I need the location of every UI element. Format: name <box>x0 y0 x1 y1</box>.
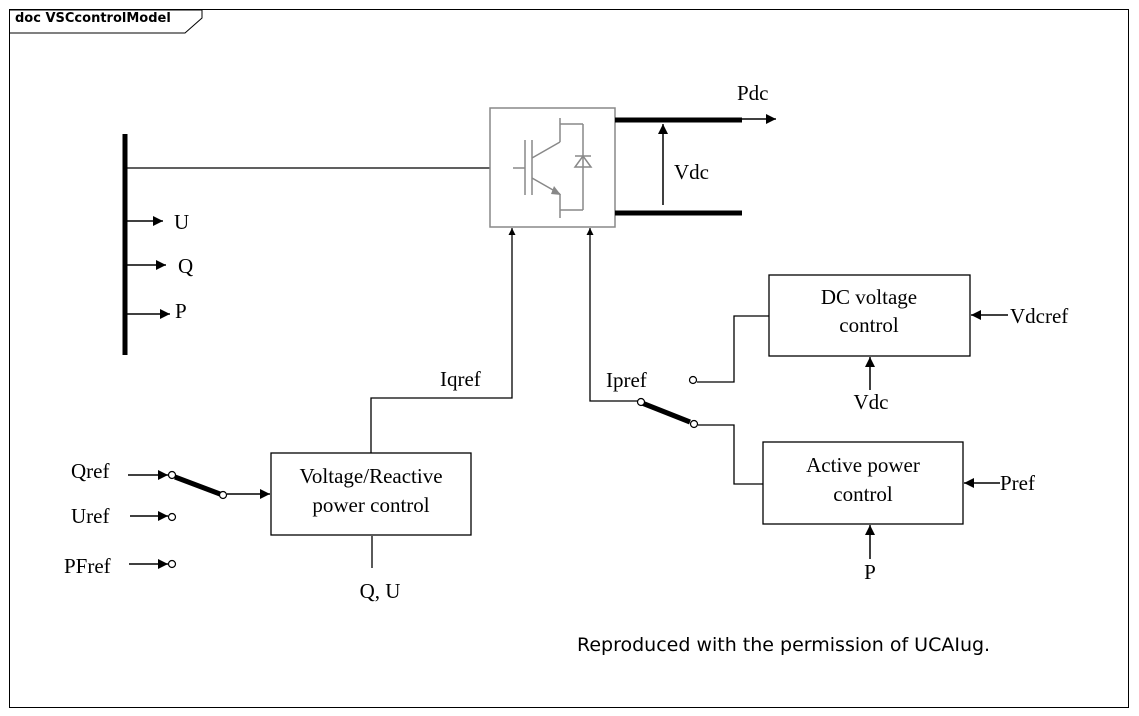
vdc-feedback-label: Vdc <box>854 390 889 414</box>
pfref-switch-contact <box>167 559 177 569</box>
pref-label: Pref <box>1000 471 1035 495</box>
active-control-output-line <box>698 424 763 485</box>
reactive-switch-blade <box>174 474 221 497</box>
qref-switch-contact <box>167 470 177 480</box>
diagram-frame-title: doc VSCcontrolModel <box>15 11 171 26</box>
iqref-label: Iqref <box>440 367 481 391</box>
permission-note: Reproduced with the permission of UCAIug… <box>577 634 990 656</box>
qu-feedback-label: Q, U <box>360 579 401 603</box>
active-power-control-line2: control <box>833 482 893 506</box>
ipref-label: Ipref <box>606 368 647 392</box>
vdcref-label: Vdcref <box>1010 304 1068 328</box>
uref-switch-contact <box>167 512 177 522</box>
dc-control-output-line <box>697 315 769 383</box>
ipref-signal-line <box>586 228 639 402</box>
dc-voltage-control-line2: control <box>839 313 899 337</box>
active-power-control-line1: Active power <box>806 453 920 477</box>
qref-label: Qref <box>71 459 109 483</box>
voltage-reactive-control-line2: power control <box>312 493 429 517</box>
iqref-signal-line <box>370 228 516 453</box>
ipref-switch-pivot <box>636 397 646 407</box>
pfref-label: PFref <box>64 554 111 578</box>
voltage-reactive-control-block <box>270 452 472 536</box>
active-power-control-block <box>762 441 964 525</box>
pdc-label: Pdc <box>737 81 769 105</box>
ipref-switch-contact-dc <box>688 375 698 385</box>
reactive-switch-pivot <box>218 490 228 500</box>
q-label: Q <box>178 254 193 278</box>
u-label: U <box>174 210 189 234</box>
converter-symbol <box>489 107 616 228</box>
p-feedback-label: P <box>864 560 876 584</box>
voltage-reactive-control-line1: Voltage/Reactive <box>299 464 442 488</box>
frame-tab <box>10 9 203 34</box>
ipref-switch-contact-ac <box>689 419 699 429</box>
ipref-switch-blade <box>641 400 691 425</box>
dc-voltage-control-line1: DC voltage <box>821 285 917 309</box>
uref-label: Uref <box>71 504 109 528</box>
dc-voltage-control-block <box>768 274 971 357</box>
vdc-label: Vdc <box>674 160 709 184</box>
p-label: P <box>175 299 187 323</box>
